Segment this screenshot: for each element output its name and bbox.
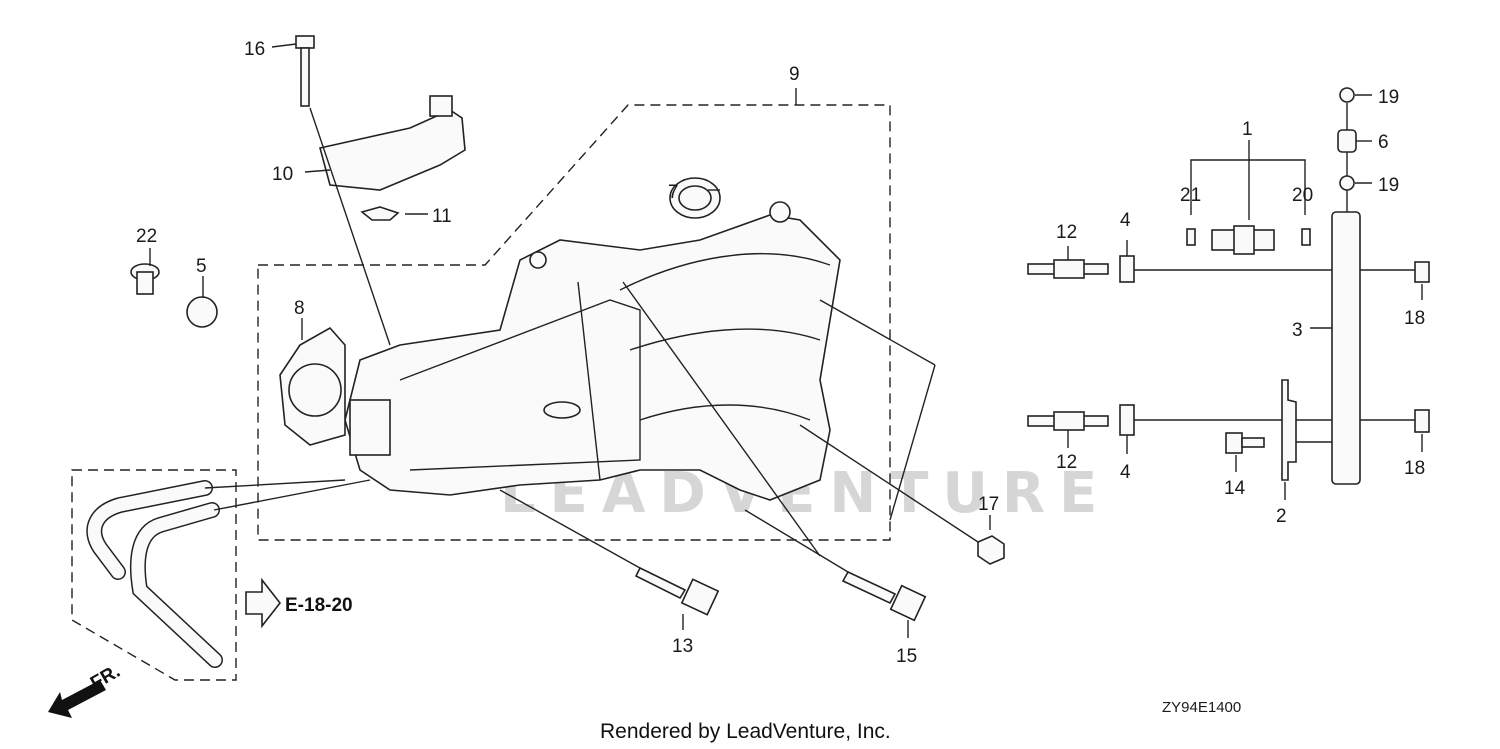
spacer-4-top [1119, 255, 1135, 283]
washer-5 [186, 296, 218, 328]
leader-lines [149, 43, 991, 638]
callout-c8: 8 [294, 298, 305, 319]
gasket-11 [360, 206, 400, 221]
callout-c13: 13 [672, 636, 693, 657]
bolt-14 [1225, 432, 1265, 454]
callout-c3: 3 [1292, 320, 1303, 341]
callout-c14: 14 [1224, 478, 1246, 499]
o-ring-20 [1301, 228, 1311, 246]
callout-c4a: 4 [1120, 210, 1131, 231]
spacer-4-bottom [1119, 404, 1135, 436]
intake-manifold [344, 201, 841, 501]
washer-19-top [1339, 87, 1355, 103]
bolt-16 [295, 35, 315, 107]
callout-c18a: 18 [1404, 308, 1425, 329]
callout-c19b: 19 [1378, 175, 1399, 196]
callout-c5: 5 [196, 256, 207, 277]
grommet-22 [130, 263, 160, 295]
front-arrow-icon [48, 680, 106, 718]
nut-18-top [1414, 261, 1430, 283]
callout-c6: 6 [1378, 132, 1389, 153]
callout-c21: 21 [1180, 185, 1201, 206]
assembly-frame [257, 104, 891, 541]
reference-arrow-icon [245, 577, 282, 629]
bolt-15 [841, 570, 927, 622]
callout-c17: 17 [978, 494, 999, 515]
stud-12-top [1027, 259, 1109, 279]
credit-text: Rendered by LeadVenture, Inc. [600, 720, 891, 743]
callout-c2: 2 [1276, 506, 1287, 527]
callout-c18b: 18 [1404, 458, 1425, 479]
gasket-8 [279, 326, 346, 446]
bolt-13 [634, 566, 720, 616]
callout-c15: 15 [896, 646, 917, 667]
stud-12-bottom [1027, 411, 1109, 431]
callout-c22: 22 [136, 226, 157, 247]
nut-17 [977, 535, 1005, 565]
callout-c19a: 19 [1378, 87, 1399, 108]
valve-unit [319, 95, 466, 191]
injector-1 [1211, 225, 1275, 255]
callout-c12b: 12 [1056, 452, 1077, 473]
callout-c11: 11 [432, 206, 452, 227]
washer-19-bottom [1339, 175, 1355, 191]
reference-label: E-18-20 [285, 595, 353, 616]
callout-c9: 9 [789, 64, 800, 85]
nut-18-bottom [1414, 409, 1430, 433]
callout-c4b: 4 [1120, 462, 1131, 483]
bracket-2 [1281, 379, 1297, 481]
diagram-code: ZY94E1400 [1162, 699, 1241, 716]
fuel-rail-3 [1331, 211, 1361, 485]
callout-c20: 20 [1292, 185, 1313, 206]
callouts: 1234456789101112121314151617181819192021… [136, 39, 1425, 667]
callout-c10: 10 [272, 164, 293, 185]
seal-7 [669, 177, 721, 219]
hose-box [71, 469, 237, 681]
callout-c7: 7 [668, 182, 679, 203]
callout-c16: 16 [244, 39, 265, 60]
damper-6 [1337, 129, 1357, 153]
callout-c12a: 12 [1056, 222, 1077, 243]
o-ring-21 [1186, 228, 1196, 246]
hoses [86, 480, 223, 668]
callout-c1: 1 [1242, 119, 1253, 140]
bracket-1 [1190, 140, 1306, 220]
